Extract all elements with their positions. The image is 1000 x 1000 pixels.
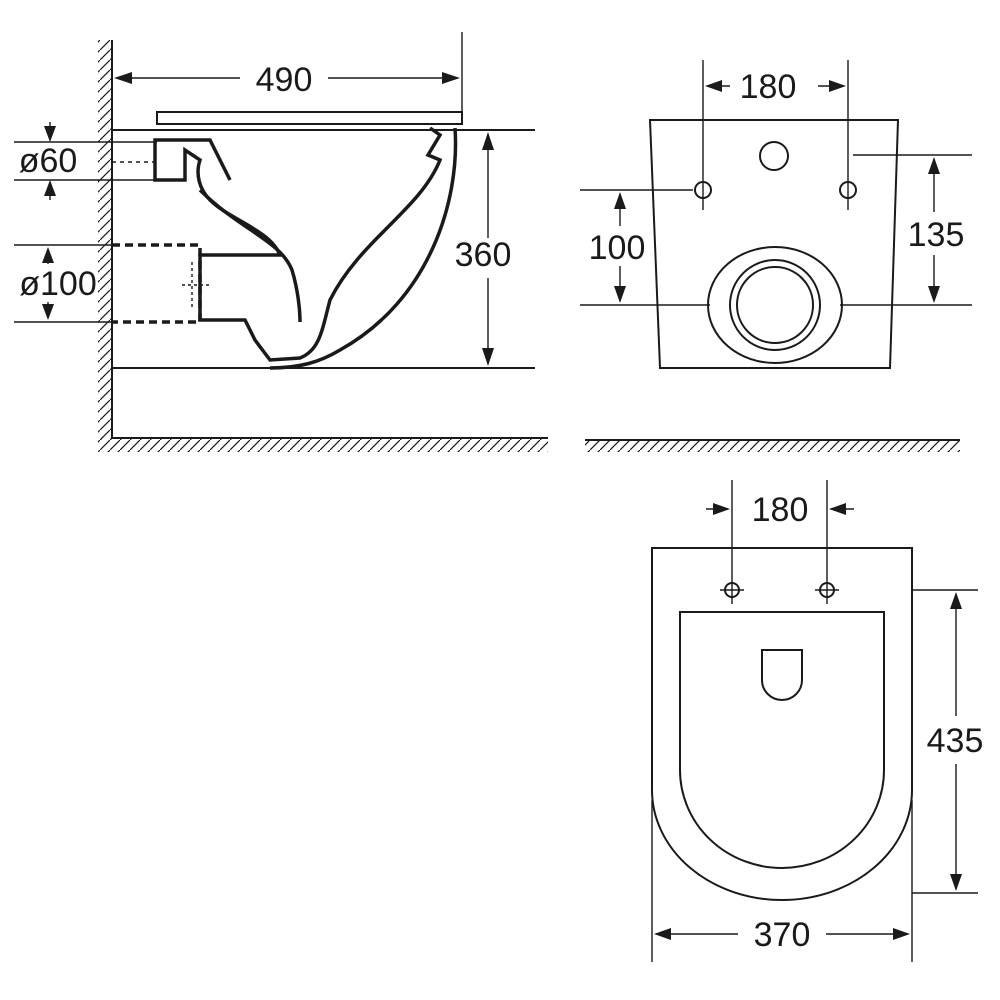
toilet-side-outline bbox=[112, 111, 463, 370]
back-bolt-height-label: 135 bbox=[908, 216, 965, 254]
outlet-rings bbox=[707, 246, 843, 364]
side-width-label: 490 bbox=[256, 61, 313, 99]
side-height-label: 360 bbox=[455, 236, 512, 274]
top-dimension-370: 370 bbox=[651, 800, 913, 962]
wall bbox=[98, 40, 113, 440]
back-view: 180 135 100 bbox=[580, 60, 972, 452]
top-length-label: 435 bbox=[927, 722, 984, 760]
back-outlet-height-label: 100 bbox=[589, 229, 646, 267]
outlet-diameter-label: ø100 bbox=[19, 265, 97, 303]
top-dimension-180: 180 bbox=[706, 480, 854, 604]
back-dimension-100: 100 bbox=[580, 189, 710, 306]
dimension-outlet: ø100 bbox=[14, 244, 112, 323]
top-outer-outline bbox=[651, 547, 913, 901]
top-dimension-435: 435 bbox=[912, 589, 984, 894]
back-dimension-135: 135 bbox=[840, 154, 972, 306]
top-width-label: 370 bbox=[754, 916, 811, 954]
top-bolt-spacing-label: 180 bbox=[752, 491, 809, 529]
back-body-outline bbox=[648, 119, 900, 369]
top-view: 180 435 370 bbox=[651, 480, 984, 962]
dimension-inlet: ø60 bbox=[14, 122, 157, 200]
flush-opening bbox=[761, 649, 803, 701]
dimension-490: 490 bbox=[114, 32, 463, 112]
back-dimension-180: 180 bbox=[702, 60, 849, 210]
floor-side bbox=[98, 437, 548, 452]
floor-back bbox=[585, 439, 960, 452]
inlet-hole bbox=[759, 141, 789, 171]
side-view: 490 360 ø60 ø100 bbox=[14, 32, 548, 452]
dimension-360: 360 bbox=[455, 132, 512, 366]
back-bolt-spacing-label: 180 bbox=[740, 68, 797, 106]
top-inner-outline bbox=[679, 611, 885, 869]
inlet-diameter-label: ø60 bbox=[19, 142, 78, 180]
